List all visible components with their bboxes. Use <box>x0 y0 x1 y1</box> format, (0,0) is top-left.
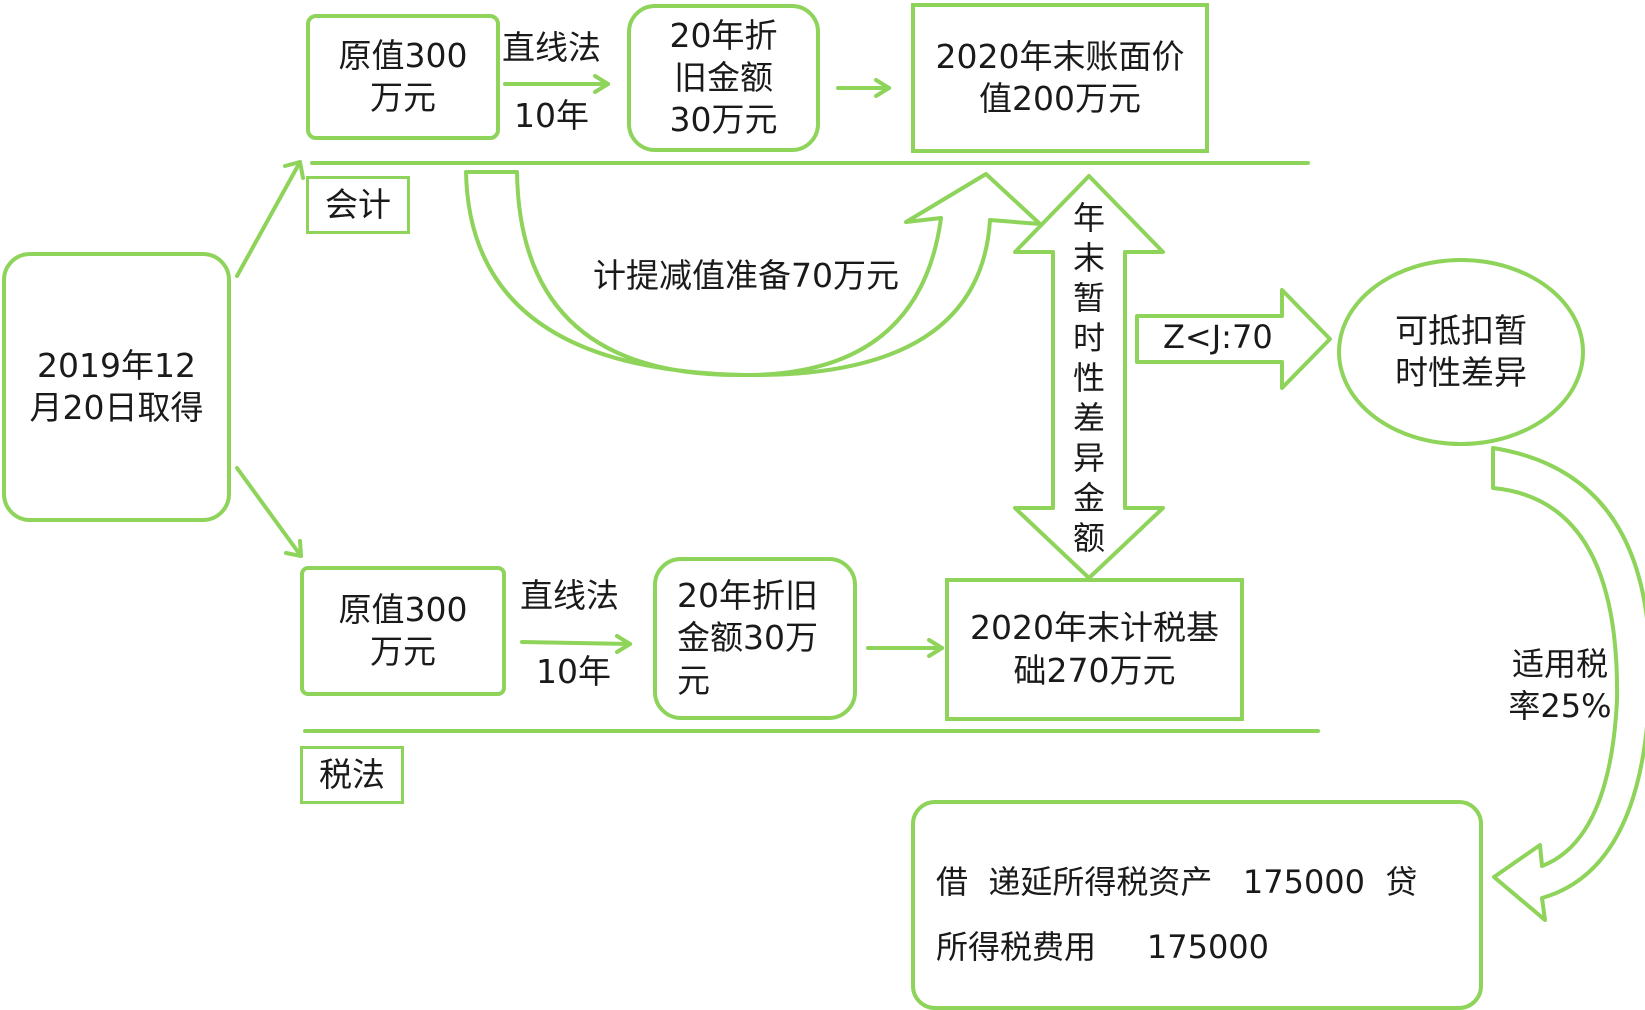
journal-entry-line2: 所得税费用 175000 <box>936 928 1270 966</box>
journal-entry-line1: 借 递延所得税资产 175000 贷 <box>936 863 1418 901</box>
tax-years-label: 10年 <box>536 652 611 691</box>
temp-diff-label: 年末暂时性差异金额 <box>1072 199 1105 557</box>
accounting-original-text: 原值300万元 <box>338 35 468 117</box>
accounting-section-label: 会计 <box>306 176 410 234</box>
accounting-book-value-text: 2020年末账面价值200万元 <box>935 36 1185 118</box>
journal-entry-box <box>911 800 1483 1010</box>
start-node: 2019年12月20日取得 <box>2 252 231 522</box>
arrow-start-to-accounting <box>235 160 302 278</box>
tax-rate-label: 适用税率25% <box>1498 644 1622 728</box>
tax-section-text: 税法 <box>319 754 385 794</box>
tax-section-label: 税法 <box>300 746 404 804</box>
impairment-label: 计提减值准备70万元 <box>593 256 899 295</box>
tax-depreciation-text: 20年折旧金额30万元 <box>677 576 818 700</box>
accounting-book-value: 2020年末账面价值200万元 <box>911 3 1209 153</box>
tax-method-label: 直线法 <box>520 576 619 615</box>
tax-original-value: 原值300万元 <box>300 566 506 696</box>
start-text: 2019年12月20日取得 <box>29 345 204 427</box>
arrow-start-to-tax <box>235 466 303 558</box>
arrow-tax-method <box>520 640 632 646</box>
accounting-depreciation-text: 20年折旧金额30万元 <box>669 15 778 140</box>
tax-base: 2020年末计税基础270万元 <box>945 578 1244 721</box>
accounting-method-label: 直线法 <box>502 28 601 67</box>
accounting-years-label: 10年 <box>514 96 589 135</box>
deductible-text: 可抵扣暂时性差异 <box>1395 310 1527 392</box>
compare-block-arrow <box>1135 288 1332 390</box>
tax-depreciation: 20年折旧金额30万元 <box>653 557 857 720</box>
accounting-original-value: 原值300万元 <box>306 14 500 140</box>
tax-rate-text: 适用税率25% <box>1508 645 1612 725</box>
accounting-section-text: 会计 <box>325 184 391 224</box>
tax-base-text: 2020年末计税基础270万元 <box>970 608 1219 690</box>
tax-rate-curved-arrow <box>1491 446 1645 922</box>
tax-original-text: 原值300万元 <box>338 589 468 671</box>
deductible-ellipse: 可抵扣暂时性差异 <box>1337 258 1585 446</box>
compare-label: Z<J:70 <box>1163 318 1273 356</box>
accounting-depreciation: 20年折旧金额30万元 <box>627 4 820 152</box>
impairment-curved-arrow <box>464 170 1042 378</box>
